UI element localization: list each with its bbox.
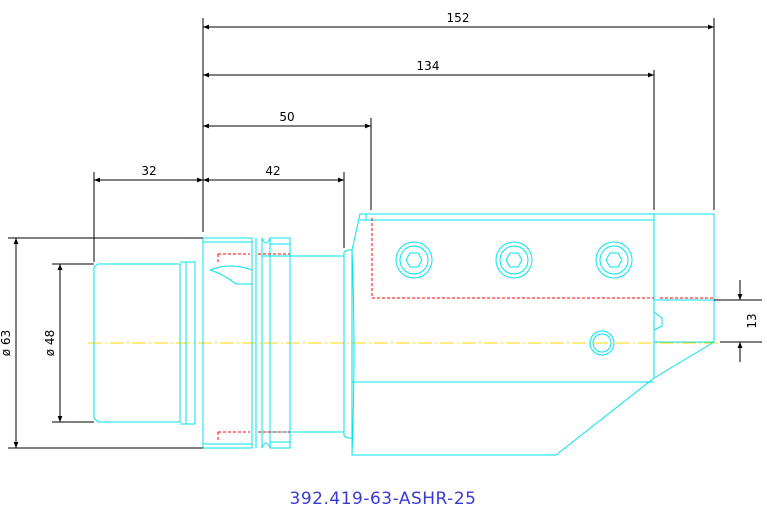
dim-dia-63: ø 63 <box>0 330 13 356</box>
screw-3 <box>595 241 633 279</box>
set-screw <box>589 330 615 356</box>
dim-dia-48: ø 48 <box>43 330 57 356</box>
flange <box>202 237 344 449</box>
dim-13: 13 <box>745 313 759 328</box>
extension-lines <box>8 18 762 449</box>
dimension-lines <box>13 24 743 448</box>
part-number: 392.419-63-ASHR-25 <box>290 489 477 509</box>
dim-50: 50 <box>279 110 294 124</box>
dim-32: 32 <box>141 164 156 178</box>
dim-42: 42 <box>265 164 280 178</box>
screw-1 <box>395 241 433 279</box>
dim-152: 152 <box>447 11 470 25</box>
hidden-lines <box>217 218 714 440</box>
shank-body <box>93 261 196 425</box>
screw-2 <box>495 241 533 279</box>
neck <box>343 249 352 439</box>
tool-block <box>351 213 715 456</box>
dim-134: 134 <box>417 59 440 73</box>
